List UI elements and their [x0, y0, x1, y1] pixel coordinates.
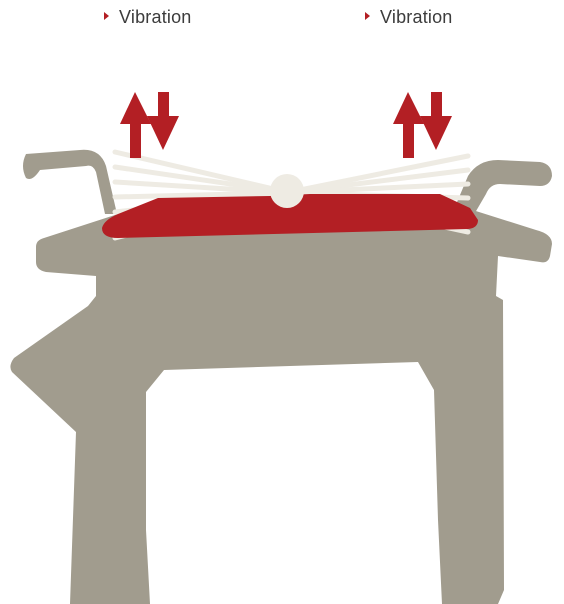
ball [270, 174, 304, 208]
triangle-bullet-icon [104, 12, 109, 21]
triangle-bullet-icon [365, 12, 370, 21]
vibration-label-left: Vibration [104, 7, 192, 28]
arrow-down-icon [420, 92, 452, 150]
frame [10, 149, 552, 604]
arrow-up-icon [120, 92, 151, 158]
vibration-label-right-text: Vibration [380, 7, 453, 27]
frame-body [10, 206, 552, 604]
arrows-right [393, 92, 452, 158]
arrow-down-icon [147, 92, 179, 150]
vibration-label-right: Vibration [365, 7, 453, 28]
arrow-up-icon [393, 92, 424, 158]
left-handle [23, 149, 117, 214]
red-pad [102, 194, 478, 238]
vibration-label-left-text: Vibration [119, 7, 192, 27]
right-handle [452, 160, 552, 218]
arrows-left [120, 92, 179, 158]
